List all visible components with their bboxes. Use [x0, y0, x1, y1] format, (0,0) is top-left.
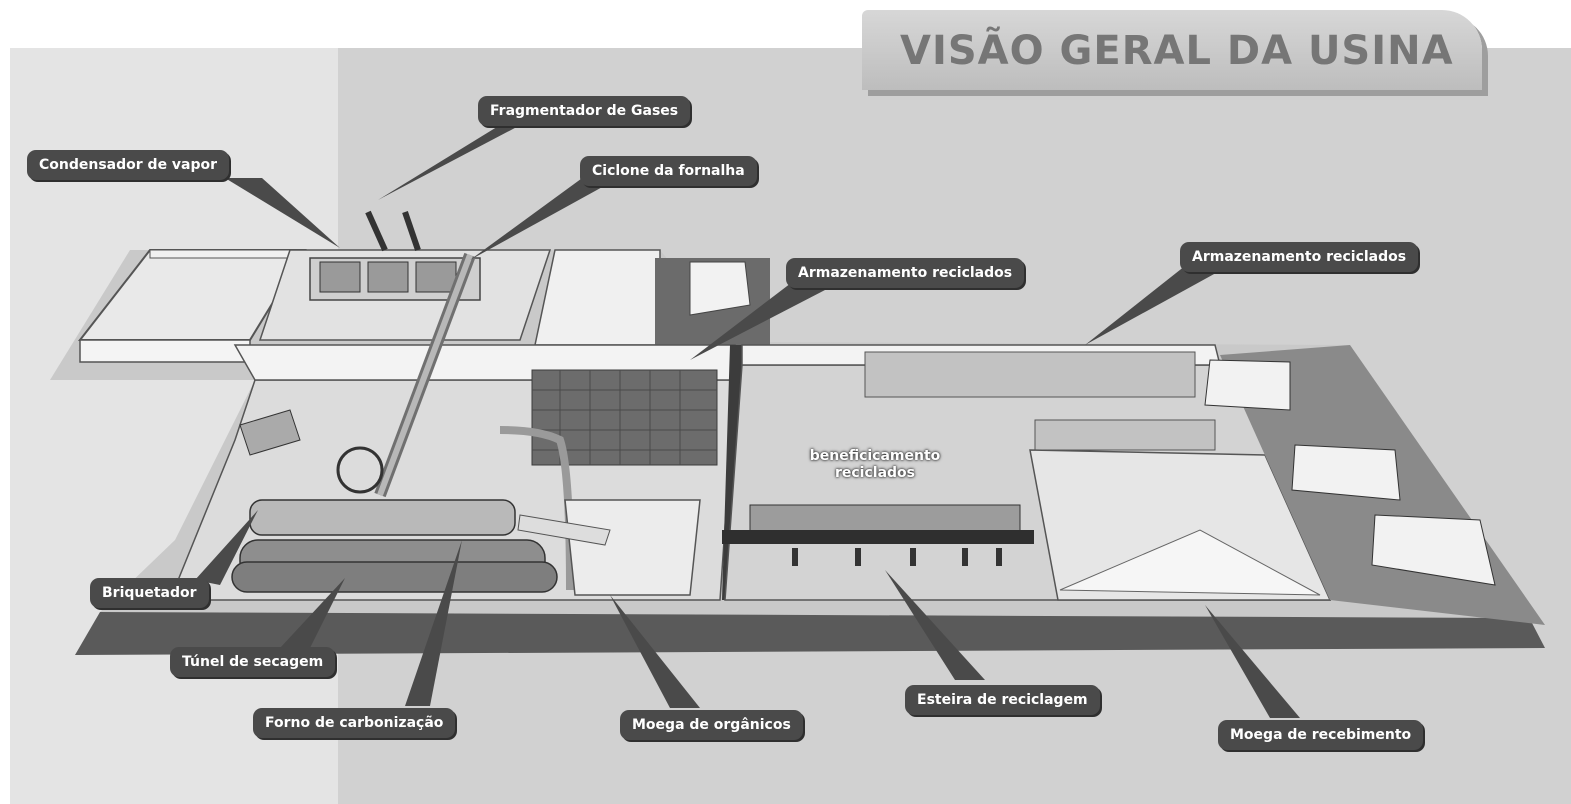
storage-racks-bottom [1034, 419, 1216, 451]
condenser-block-c [415, 261, 457, 293]
fragmentador-pointer [378, 120, 530, 200]
left-compartment-wall [79, 339, 251, 363]
condenser-block-b [367, 261, 409, 293]
label-forno-carbonizacao: Forno de carbonização [253, 708, 456, 738]
briquetting-machine [239, 409, 301, 456]
storage-truck [689, 261, 751, 316]
carbonization-kiln [249, 499, 516, 536]
briquetador-pointer [195, 510, 258, 585]
truck-1 [1204, 359, 1291, 411]
label-tunel-secagem: Túnel de secagem [170, 647, 336, 677]
armazenamento-1-pointer [690, 280, 825, 360]
gas-stack-a [365, 210, 388, 252]
organic-feed-chute [517, 514, 611, 546]
forno-pointer [405, 540, 462, 706]
label-armazenamento-reciclados-2: Armazenamento reciclados [1180, 242, 1419, 272]
storage-racks-top [864, 351, 1196, 398]
tunel-pointer [280, 578, 345, 648]
label-condensador-vapor: Condensador de vapor [27, 150, 230, 180]
drying-tunnel-lower [231, 561, 558, 593]
label-beneficiamento-reciclados: beneficicamento reciclados [809, 448, 941, 481]
label-moega-organicos: Moega de orgânicos [620, 710, 803, 740]
truck-3 [1371, 514, 1496, 586]
moega-recebimento-pointer [1205, 605, 1300, 718]
armazenamento-2-pointer [1085, 262, 1225, 345]
moega-organicos-pointer [610, 595, 700, 708]
esteira-pointer [885, 570, 985, 680]
ciclone-pointer [470, 176, 615, 260]
page-title: VISÃO GERAL DA USINA [900, 28, 1454, 74]
label-armazenamento-reciclados-1: Armazenamento reciclados [786, 258, 1025, 288]
label-briquetador: Briquetador [90, 578, 209, 608]
truck-2 [1291, 444, 1401, 501]
title-tab [862, 10, 1482, 90]
left-compartment-back-wall [149, 249, 306, 259]
workers [792, 548, 1002, 566]
condensador-pointer [225, 178, 340, 248]
label-esteira-reciclagem: Esteira de reciclagem [905, 685, 1100, 715]
recycling-conveyor [722, 530, 1034, 544]
gas-stack-b [402, 211, 421, 251]
label-moega-recebimento: Moega de recebimento [1218, 720, 1424, 750]
label-fragmentador-gases: Fragmentador de Gases [478, 96, 691, 126]
storage-room [534, 249, 661, 346]
cyclone-wheel [336, 446, 384, 494]
condenser-block-a [319, 261, 361, 293]
label-ciclone-fornalha: Ciclone da fornalha [580, 156, 757, 186]
organic-hopper [564, 499, 701, 596]
